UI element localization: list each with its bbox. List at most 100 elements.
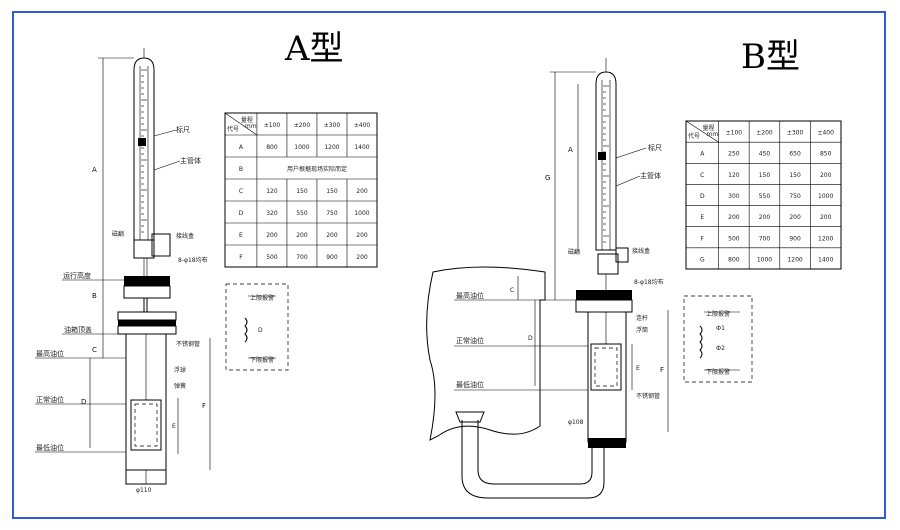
type-b-table-col-header: ±300 (787, 130, 804, 137)
type-b-inset-lower: 下限报警 (706, 368, 730, 376)
type-b-label-pipe: 不锈钢管 (636, 392, 660, 400)
type-b-label-signal-box: 接线盒 (632, 247, 650, 255)
type-a-table-cell: 500 (266, 254, 278, 261)
type-a-table-cell: 120 (266, 188, 278, 195)
type-b-table-cell: 1000 (818, 193, 833, 200)
type-a-top-flange (124, 276, 170, 286)
type-a-table-cell: 1000 (294, 144, 309, 151)
type-b-gauge (455, 58, 633, 499)
type-b-label-max-level: 最高油位 (456, 291, 484, 300)
type-a-table-cell: 700 (296, 254, 308, 261)
type-b-inset: 上限报警 Ф1 Ф2 下限报警 (683, 295, 753, 383)
type-a-table-cell: 1000 (354, 210, 369, 217)
type-b-table-cell: 120 (728, 172, 740, 179)
type-a-title: A型 (284, 29, 344, 69)
type-b-table-cell: 750 (789, 193, 801, 200)
type-b-label-scale: 标尺 (648, 143, 662, 152)
type-a-table-cell: 200 (356, 232, 368, 239)
type-b-label-flange: 8-φ18均布 (634, 278, 664, 286)
type-b-table-row-code: A (700, 151, 705, 158)
type-a-table-col-header: ±100 (264, 122, 281, 129)
type-a-table-cell: 150 (296, 188, 308, 195)
type-b-table-cell: 500 (728, 235, 740, 242)
type-a-label-bottom-dim: φ110 (136, 487, 152, 494)
drawing-frame (12, 11, 886, 519)
type-a-label-running-height: 运行高度 (63, 271, 91, 280)
type-b-labels: 标尺 主管体 磁翻 接线盒 8-φ18均布 最高油位 正常油位 最低油位 连杆 … (456, 143, 664, 426)
type-a-table-header-range: 量程 (241, 116, 253, 124)
type-b-table-cell: 700 (759, 235, 771, 242)
type-b-table-cell: 200 (759, 214, 771, 221)
type-a-gauge (117, 48, 177, 485)
type-b-table-cell: 1200 (818, 235, 833, 242)
type-b-signal-box (615, 247, 629, 263)
type-b-table-cell: 250 (728, 151, 740, 158)
type-b-table-cell: 1000 (757, 256, 772, 263)
type-a-label-max-level: 最高油位 (36, 349, 64, 358)
type-b-dim-c: C (510, 287, 514, 294)
type-a-table-cell: 550 (296, 210, 308, 217)
type-b-table-row-code: E (700, 214, 704, 221)
type-a-table-cell: 1200 (324, 144, 339, 151)
type-a-dim-c: C (92, 346, 97, 354)
type-b-table-cell: 1400 (818, 256, 833, 263)
type-b-inset-f1: Ф1 (716, 325, 725, 332)
type-b-inset-f2: Ф2 (716, 345, 725, 352)
type-a-table-row-code: E (239, 232, 243, 239)
type-a-table-cell: 900 (326, 254, 338, 261)
type-b-table-cell: 200 (789, 214, 801, 221)
type-a-table-col-header: ±300 (324, 122, 341, 129)
type-b-table-cell: 900 (789, 235, 801, 242)
type-a-table-col-header: ±400 (354, 122, 371, 129)
type-b-label-main-tube: 主管体 (640, 171, 661, 180)
type-a-dimensions: A B C D F E (35, 57, 211, 485)
type-b-table-cell: 1200 (787, 256, 802, 263)
type-b-label-float: 浮筒 (636, 326, 648, 334)
type-a-label-main-tube: 主管体 (180, 156, 201, 165)
type-a-table-col-header: ±200 (294, 122, 311, 129)
type-b-lower-pipe (587, 311, 627, 443)
type-b-label-bottom-dim: φ108 (568, 419, 584, 426)
type-a-label-normal-level: 正常油位 (36, 395, 64, 404)
type-a-table-row-code: D (239, 210, 244, 217)
type-b-table-header-unit: mm (707, 131, 719, 138)
type-b-table-row-code: F (701, 235, 705, 242)
type-a-table-row-code: B (239, 166, 243, 173)
type-a-table-header-unit: mm (245, 123, 257, 130)
type-b-table-cell: 650 (789, 151, 801, 158)
type-b-table-col-header: ±200 (756, 130, 773, 137)
type-a-table-cell: 800 (266, 144, 278, 151)
type-b-table-cell: 150 (759, 172, 771, 179)
type-b-label-min-level: 最低油位 (456, 380, 484, 389)
type-b-title: B型 (741, 37, 800, 77)
type-a-dim-e: E (172, 423, 176, 430)
type-a-table-row-code: A (239, 144, 244, 151)
type-a-label-indicator: 磁翻 (112, 230, 124, 238)
type-b-tank (426, 266, 546, 441)
type-b-table-cell: 200 (728, 214, 740, 221)
type-b-dim-a: A (568, 146, 573, 154)
type-a-table-cell: 200 (296, 232, 308, 239)
type-a-dim-a: A (92, 166, 97, 174)
type-a-label-min-level: 最低油位 (36, 443, 64, 452)
type-a-dim-b: B (92, 292, 97, 300)
type-b-table-cell: 150 (789, 172, 801, 179)
type-a-label-scale: 标尺 (176, 125, 190, 134)
type-a-table-cell: 200 (356, 188, 368, 195)
type-b-table-cell: 800 (728, 256, 740, 263)
type-a-labels: 标尺 主管体 磁翻 接线盒 8-φ18均布 运行高度 油箱顶盖 最高油位 正常油… (36, 125, 208, 494)
type-b-table-cell: 450 (759, 151, 771, 158)
type-b-float (590, 343, 622, 391)
type-b-table-cell: 200 (820, 172, 832, 179)
type-b-table-row-code: C (700, 172, 704, 179)
type-a-table-cell: 200 (356, 254, 368, 261)
type-a-table-cell: 750 (326, 210, 338, 217)
type-a-table-cell: 200 (326, 232, 338, 239)
type-a-table-cell: 320 (266, 210, 278, 217)
type-b-inset-upper: 上限报警 (706, 310, 730, 318)
type-b-table-header-range: 量程 (703, 124, 715, 132)
type-b-top-flange (576, 290, 632, 300)
type-a-inset-lower: 下限报警 (250, 356, 274, 364)
type-b-table-cell: 550 (759, 193, 771, 200)
